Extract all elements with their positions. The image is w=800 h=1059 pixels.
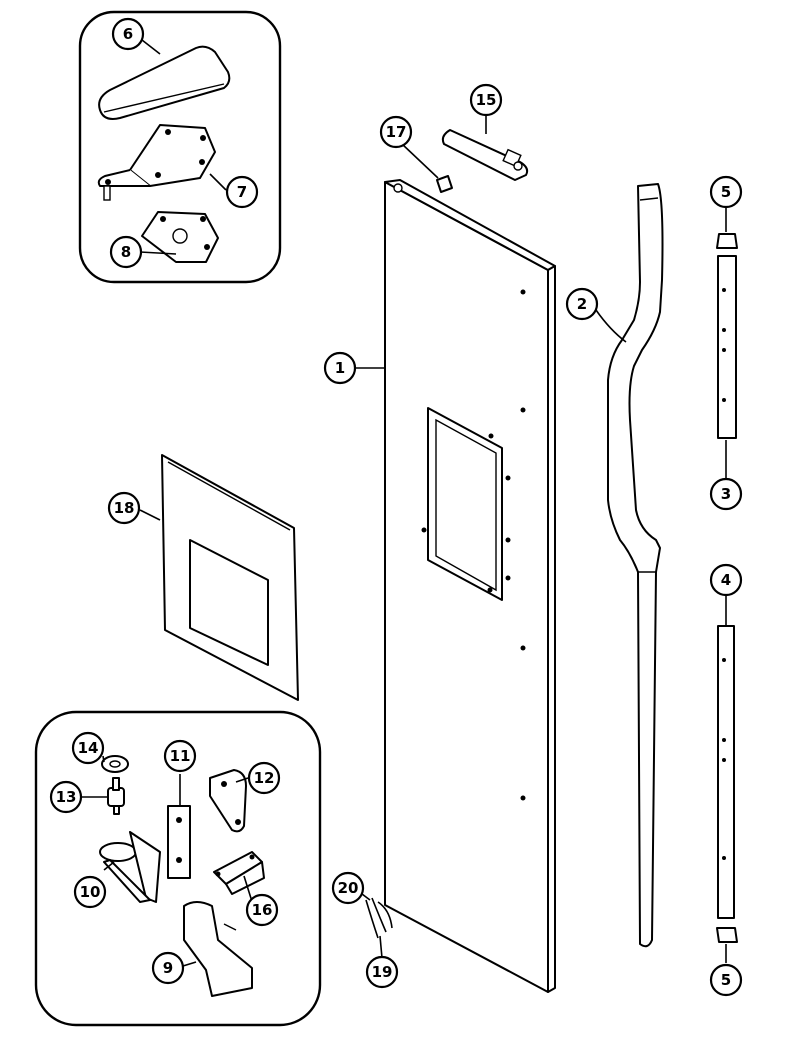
callout-7: 7 — [225, 175, 259, 209]
callout-19: 19 — [365, 955, 399, 989]
callout-8: 8 — [109, 235, 143, 269]
top-hinge-cover — [98, 45, 231, 120]
leader-lines — [82, 39, 727, 967]
callout-10: 10 — [73, 875, 107, 909]
callout-14: 14 — [71, 731, 105, 765]
callout-5-bottom: 5 — [709, 963, 743, 997]
top-hinge-group-box — [78, 10, 282, 284]
door-closer-cam — [441, 129, 529, 181]
wire-harness — [365, 897, 393, 939]
freezer-door-panel — [384, 179, 556, 993]
angle-bracket — [213, 851, 265, 895]
door-handle — [607, 183, 664, 948]
svg-text:2: 2 — [577, 295, 587, 313]
svg-text:19: 19 — [372, 963, 393, 981]
svg-text:9: 9 — [163, 959, 173, 977]
svg-text:16: 16 — [252, 901, 273, 919]
callout-1: 1 — [323, 351, 357, 385]
dispenser-trim-frame — [161, 454, 299, 701]
svg-text:20: 20 — [338, 879, 359, 897]
svg-text:3: 3 — [721, 485, 731, 503]
callout-2: 2 — [565, 287, 599, 321]
svg-text:18: 18 — [114, 499, 135, 517]
callout-3: 3 — [709, 477, 743, 511]
callout-18: 18 — [107, 491, 141, 525]
lower-trim-cap — [716, 927, 738, 943]
top-hinge — [97, 124, 216, 201]
hinge-plate — [209, 769, 247, 833]
hinge-pin — [107, 777, 125, 815]
callout-17: 17 — [379, 115, 413, 149]
svg-text:15: 15 — [476, 91, 497, 109]
callout-6: 6 — [111, 17, 145, 51]
svg-text:5: 5 — [721, 971, 731, 989]
svg-text:1: 1 — [335, 359, 345, 377]
door-stop — [436, 175, 453, 193]
callout-9: 9 — [151, 951, 185, 985]
callout-16: 16 — [245, 893, 279, 927]
callout-11: 11 — [163, 739, 197, 773]
callout-15: 15 — [469, 83, 503, 117]
svg-text:11: 11 — [170, 747, 191, 765]
svg-text:14: 14 — [78, 739, 99, 757]
svg-text:17: 17 — [386, 123, 407, 141]
bottom-hinge-group-box — [34, 710, 322, 1027]
upper-trim-cap — [716, 233, 738, 249]
svg-text:10: 10 — [80, 883, 101, 901]
upper-trim-strip — [717, 255, 737, 439]
svg-text:4: 4 — [721, 571, 731, 589]
bottom-hinge-bracket — [99, 831, 161, 903]
bottom-hinge-cover — [183, 901, 253, 997]
svg-text:8: 8 — [121, 243, 131, 261]
callout-12: 12 — [247, 761, 281, 795]
svg-text:13: 13 — [56, 788, 77, 806]
svg-text:12: 12 — [254, 769, 275, 787]
svg-text:5: 5 — [721, 183, 731, 201]
callout-5-top: 5 — [709, 175, 743, 209]
spacer-plate — [167, 805, 191, 879]
callout-13: 13 — [49, 780, 83, 814]
svg-text:6: 6 — [123, 25, 133, 43]
lower-trim-strip — [717, 625, 735, 919]
hinge-shim — [141, 211, 219, 263]
callout-4: 4 — [709, 563, 743, 597]
svg-text:7: 7 — [237, 183, 247, 201]
callout-20: 20 — [331, 871, 365, 905]
